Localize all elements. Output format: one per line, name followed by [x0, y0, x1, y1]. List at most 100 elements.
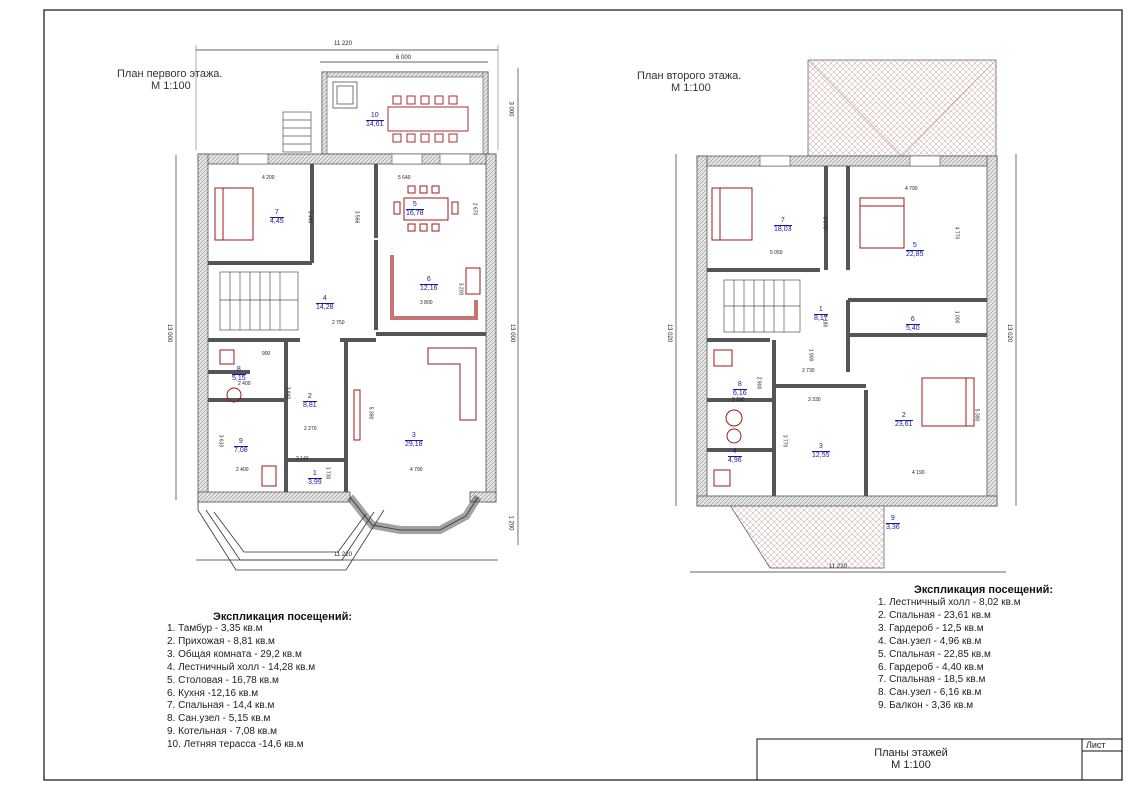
dim-label-bottom-2: 11 220 — [829, 564, 847, 570]
dim-label-left-2: 13 020 — [666, 323, 673, 343]
legend-item: 5. Столовая - 16,78 кв.м — [167, 674, 279, 686]
plan1-scale: М 1:100 — [151, 80, 191, 92]
inner-dim: 3 440 — [306, 210, 313, 224]
shower-icon — [713, 469, 731, 487]
inner-dim: 4 790 — [410, 467, 423, 473]
inner-dim: 3 570 — [821, 216, 828, 230]
inner-dim: 2 750 — [332, 320, 345, 326]
washbasin-icon — [725, 409, 743, 427]
inner-dim: 4 200 — [262, 175, 275, 181]
second-floor-partitions — [707, 166, 987, 496]
legend-item: 2. Спальная - 23,61 кв.м — [878, 609, 991, 621]
legend-plan1-list: 1. Тамбур - 3,35 кв.м 2. Прихожая - 8,81… — [167, 623, 315, 752]
inner-dim: 5 390 — [367, 406, 374, 420]
legend-plan2: Экспликация посещений: — [914, 584, 1053, 596]
inner-dim: 900 — [262, 351, 271, 357]
title-block-title: Планы этажей — [874, 747, 948, 759]
dim-label-bottom: 11 220 — [334, 552, 352, 558]
stove-icon — [465, 267, 481, 295]
inner-dim: 3 200 — [457, 282, 464, 296]
legend-item: 6. Гардероб - 4,40 кв.м — [878, 661, 984, 673]
sink-icon — [219, 349, 235, 365]
legend-plan1: Экспликация посещений: — [213, 611, 352, 623]
legend-item: 2. Прихожая - 8,81 кв.м — [167, 635, 275, 647]
plan2-title-text: План второго этажа. — [637, 70, 742, 82]
inner-dim: 3 566 — [353, 210, 360, 224]
legend-item: 8. Сан.узел - 6,16 кв.м — [878, 687, 982, 699]
plan2-title: План второго этажа. М 1:100 — [637, 70, 741, 94]
dim-label-right: 13 000 — [509, 323, 516, 343]
legend-item: 1. Лестничный холл - 8,02 кв.м — [878, 597, 1021, 608]
title-block-scale: М 1:100 — [891, 759, 931, 771]
first-floor-walls — [197, 153, 497, 534]
legend-item: 7. Спальная - 18,5 кв.м — [878, 674, 986, 686]
legend-item: 1. Тамбур - 3,35 кв.м — [167, 623, 263, 634]
second-floor-furniture — [711, 187, 975, 487]
inner-dim: 2 400 — [238, 381, 251, 387]
inner-dim: 5 640 — [398, 175, 411, 181]
inner-dim: 1 730 — [324, 466, 331, 480]
legend-item: 9. Балкон - 3,36 кв.м — [878, 700, 974, 712]
boiler-icon — [261, 465, 277, 487]
inner-dim: 2 730 — [802, 368, 815, 374]
legend-plan2-title: Экспликация посещений: — [914, 584, 1054, 596]
inner-dim: 2 140 — [296, 456, 309, 462]
plan1-title: План первого этажа. М 1:100 — [117, 68, 222, 92]
inner-dim: 1 000 — [953, 310, 960, 324]
terrace-outline — [321, 71, 489, 155]
inner-dim: 4 790 — [905, 186, 918, 192]
second-floor-walls — [696, 155, 998, 507]
second-floor-stairs — [723, 279, 801, 333]
legend-item: 6. Кухня -12,16 кв.м — [167, 687, 259, 699]
inner-dim: 4 190 — [912, 470, 925, 476]
inner-dim: 2 270 — [304, 426, 317, 432]
second-floor-plan — [675, 59, 1017, 573]
entrance-porch — [197, 502, 385, 571]
dim-label-left: 13 000 — [166, 323, 173, 343]
dim-label-terrace: 6 000 — [396, 55, 412, 61]
dining-table-icon — [403, 197, 449, 221]
kitchen-counter-icon — [390, 255, 478, 320]
roof-bottom — [727, 501, 885, 569]
toilet-icon — [226, 387, 242, 403]
plan2-scale: М 1:100 — [671, 82, 711, 94]
first-floor-partitions — [208, 164, 486, 492]
first-floor-stairs — [219, 271, 299, 331]
dim-label-right-2: 13 020 — [1006, 323, 1013, 343]
sofa-icon — [427, 347, 477, 421]
inner-dim: 1 900 — [807, 348, 814, 362]
sheet-label: Лист — [1086, 740, 1106, 750]
tv-icon — [353, 389, 361, 441]
legend-item: 4. Сан.узел - 4,96 кв.м — [878, 635, 982, 647]
inner-dim: 2 900 — [755, 376, 762, 390]
inner-dim: 3 800 — [420, 300, 433, 306]
first-floor-plan — [175, 45, 519, 571]
legend-item: 8. Сан.узел - 5,15 кв.м — [167, 713, 271, 725]
legend-item: 3. Общая комната - 29,2 кв.м — [167, 648, 302, 660]
legend-plan1-title: Экспликация посещений: — [213, 611, 353, 623]
inner-dim: 5 390 — [973, 408, 980, 422]
inner-dim: 4 770 — [953, 226, 960, 240]
dim-label-right-top: 3 000 — [507, 101, 514, 117]
inner-dim: 3 770 — [781, 434, 788, 448]
dim-label-top: 11 220 — [334, 41, 352, 47]
inner-dim: 3 840 — [284, 386, 291, 400]
terrace-table — [387, 95, 469, 143]
plan1-title-text: План первого этажа. — [117, 68, 223, 80]
first-floor-furniture — [214, 185, 481, 487]
